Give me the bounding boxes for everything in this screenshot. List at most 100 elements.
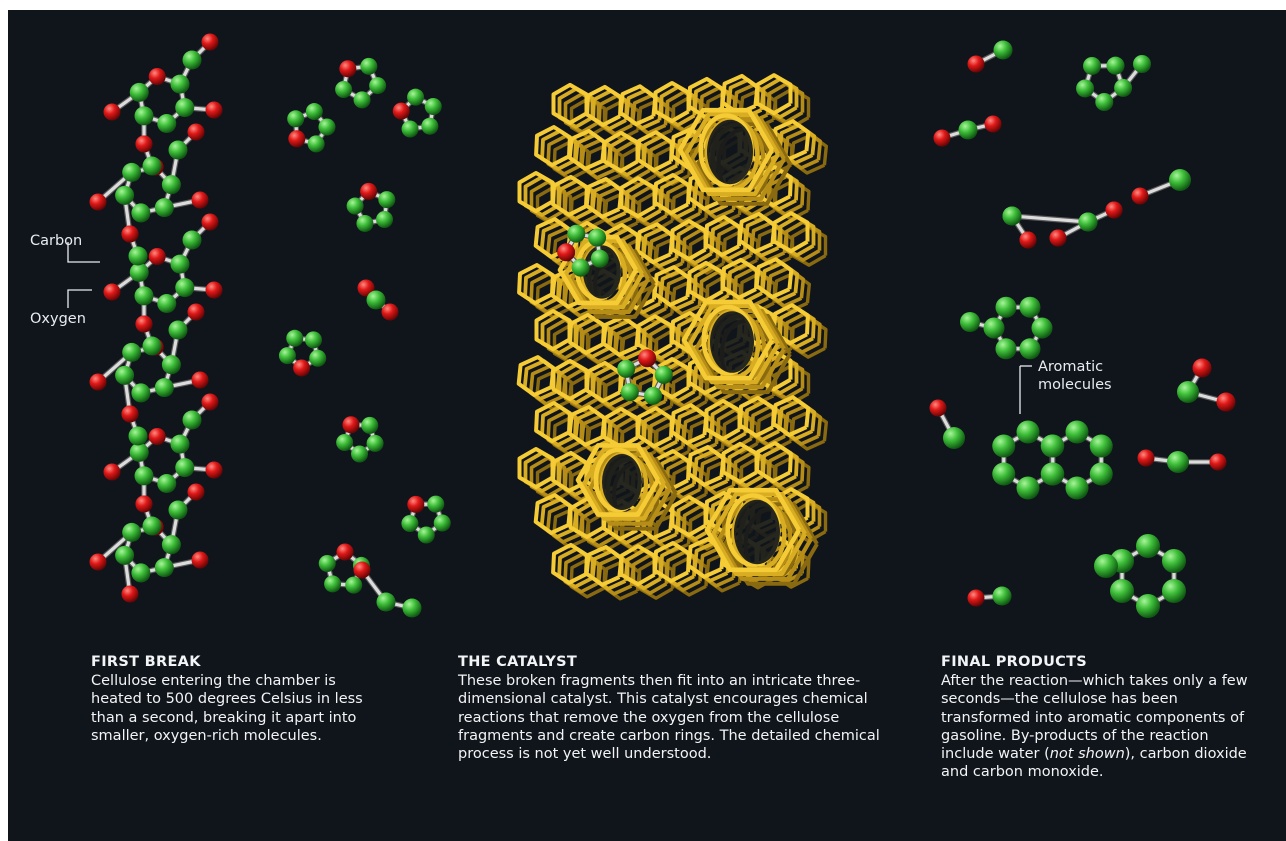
carbon-atom bbox=[567, 224, 586, 243]
catalyst-pore bbox=[569, 244, 650, 314]
catalyst-pore bbox=[594, 457, 678, 531]
catalyst-ring bbox=[783, 404, 823, 446]
catalyst-pore bbox=[723, 502, 819, 586]
catalyst-ring bbox=[778, 215, 816, 258]
oxygen-atom bbox=[89, 553, 107, 571]
molecule-scene bbox=[67, 33, 1236, 618]
catalyst-ring bbox=[557, 87, 595, 129]
carbon-atom bbox=[324, 575, 342, 593]
catalyst-ring bbox=[557, 362, 595, 405]
oxygen-atom bbox=[967, 55, 985, 73]
carbon-atom bbox=[170, 254, 190, 274]
oxygen-atom bbox=[381, 303, 399, 321]
carbon-atom bbox=[366, 290, 386, 310]
bond bbox=[1010, 214, 1090, 224]
oxygen-atom bbox=[336, 543, 354, 561]
carbon-atom bbox=[335, 80, 353, 98]
catalyst-pore bbox=[681, 299, 774, 381]
carbon-atom bbox=[351, 445, 369, 463]
catalyst-ring bbox=[761, 77, 799, 119]
carbon-label-text: Carbon bbox=[30, 233, 83, 249]
caption-final-products: FINAL PRODUCTS After the reaction—which … bbox=[941, 654, 1261, 782]
carbon-monoxide bbox=[967, 586, 1012, 607]
oxygen-atom bbox=[201, 213, 219, 231]
oxygen-rich-fragment bbox=[346, 182, 396, 232]
carbon-atom bbox=[122, 522, 142, 542]
catalyst-ring bbox=[523, 267, 561, 309]
catalyst-pore-hole bbox=[710, 311, 754, 373]
carbon-atom bbox=[157, 114, 177, 134]
label-pointers bbox=[67, 242, 1032, 414]
oxygen-atom bbox=[1137, 449, 1155, 467]
carbon-atom bbox=[590, 249, 609, 268]
carbon-atom bbox=[304, 331, 322, 349]
carbon-atom bbox=[378, 191, 396, 209]
catalyst-ring bbox=[755, 73, 793, 116]
carbon-atom bbox=[131, 203, 151, 223]
carbon-atom bbox=[943, 427, 965, 449]
carbon-atom bbox=[1114, 78, 1133, 97]
carbon-atom bbox=[115, 185, 135, 205]
oxygen-atom bbox=[967, 589, 985, 607]
carbon-dioxide bbox=[933, 115, 1002, 147]
carbon-atom bbox=[376, 211, 394, 229]
oxygen-atom bbox=[339, 60, 357, 78]
carbon-atom bbox=[992, 434, 1016, 458]
oxygen-atom bbox=[205, 461, 223, 479]
catalyst-pore bbox=[704, 487, 801, 573]
carbon-atom bbox=[620, 383, 639, 402]
fragment-in-catalyst bbox=[617, 349, 673, 405]
oxygen-atom bbox=[360, 182, 378, 200]
catalyst-ring bbox=[528, 364, 568, 406]
catalyst-ring bbox=[771, 395, 811, 437]
carbon-atom bbox=[122, 342, 142, 362]
aromatic-molecule-naphthalene bbox=[1041, 420, 1113, 500]
oxygen-atom bbox=[135, 315, 153, 333]
catalyst-ring bbox=[540, 405, 578, 447]
carbon-atom bbox=[134, 106, 154, 126]
carbon-atom bbox=[318, 554, 336, 572]
catalyst-ring bbox=[790, 317, 828, 359]
carbon-atom bbox=[129, 442, 149, 462]
carbon-atom bbox=[161, 535, 181, 555]
carbon-atom bbox=[131, 383, 151, 403]
carbon-atom bbox=[122, 162, 142, 182]
oxygen-atom bbox=[1131, 187, 1149, 205]
oxygen-atom bbox=[121, 585, 139, 603]
oxygen-atom bbox=[103, 103, 121, 121]
carbon-atom bbox=[361, 416, 379, 434]
catalyst-ring bbox=[522, 359, 562, 401]
carbon-atom bbox=[1002, 206, 1022, 226]
oxygen-atom bbox=[187, 483, 205, 501]
catalyst-ring bbox=[534, 401, 572, 443]
cellulose-unit bbox=[103, 213, 223, 333]
oxygen-atom bbox=[103, 463, 121, 481]
oxygen-atom bbox=[191, 371, 209, 389]
carbon-atom bbox=[1177, 381, 1199, 403]
carbon-atom bbox=[960, 312, 980, 332]
carbon-atom bbox=[142, 516, 162, 536]
catalyst-ring bbox=[534, 125, 572, 167]
catalyst-ring bbox=[790, 133, 828, 175]
carbon-atom bbox=[353, 91, 371, 109]
oxygen-atom bbox=[293, 359, 311, 377]
carbon-atom bbox=[175, 98, 195, 118]
oxygen-atom bbox=[1019, 231, 1037, 249]
carbon-atom bbox=[168, 500, 188, 520]
oxygen-atom bbox=[929, 399, 947, 417]
oxygen-atom bbox=[121, 405, 139, 423]
co2-fragment bbox=[357, 279, 399, 321]
carbon-atom bbox=[131, 563, 151, 583]
caption-first-break: FIRST BREAK Cellulose entering the chamb… bbox=[91, 654, 391, 745]
carbon-atom bbox=[1133, 55, 1151, 73]
catalyst-ring bbox=[529, 272, 567, 314]
oxygen-label: Oxygen bbox=[30, 310, 86, 328]
aromatic-molecule bbox=[960, 296, 1053, 360]
catalyst-pore bbox=[716, 497, 813, 581]
catalyst-ring bbox=[529, 456, 567, 498]
catalyst-ring bbox=[546, 318, 584, 360]
catalyst-ring bbox=[517, 447, 555, 489]
cellulose-unit bbox=[103, 33, 223, 153]
catalyst-ring bbox=[563, 92, 601, 134]
catalyst-ring bbox=[755, 441, 793, 484]
